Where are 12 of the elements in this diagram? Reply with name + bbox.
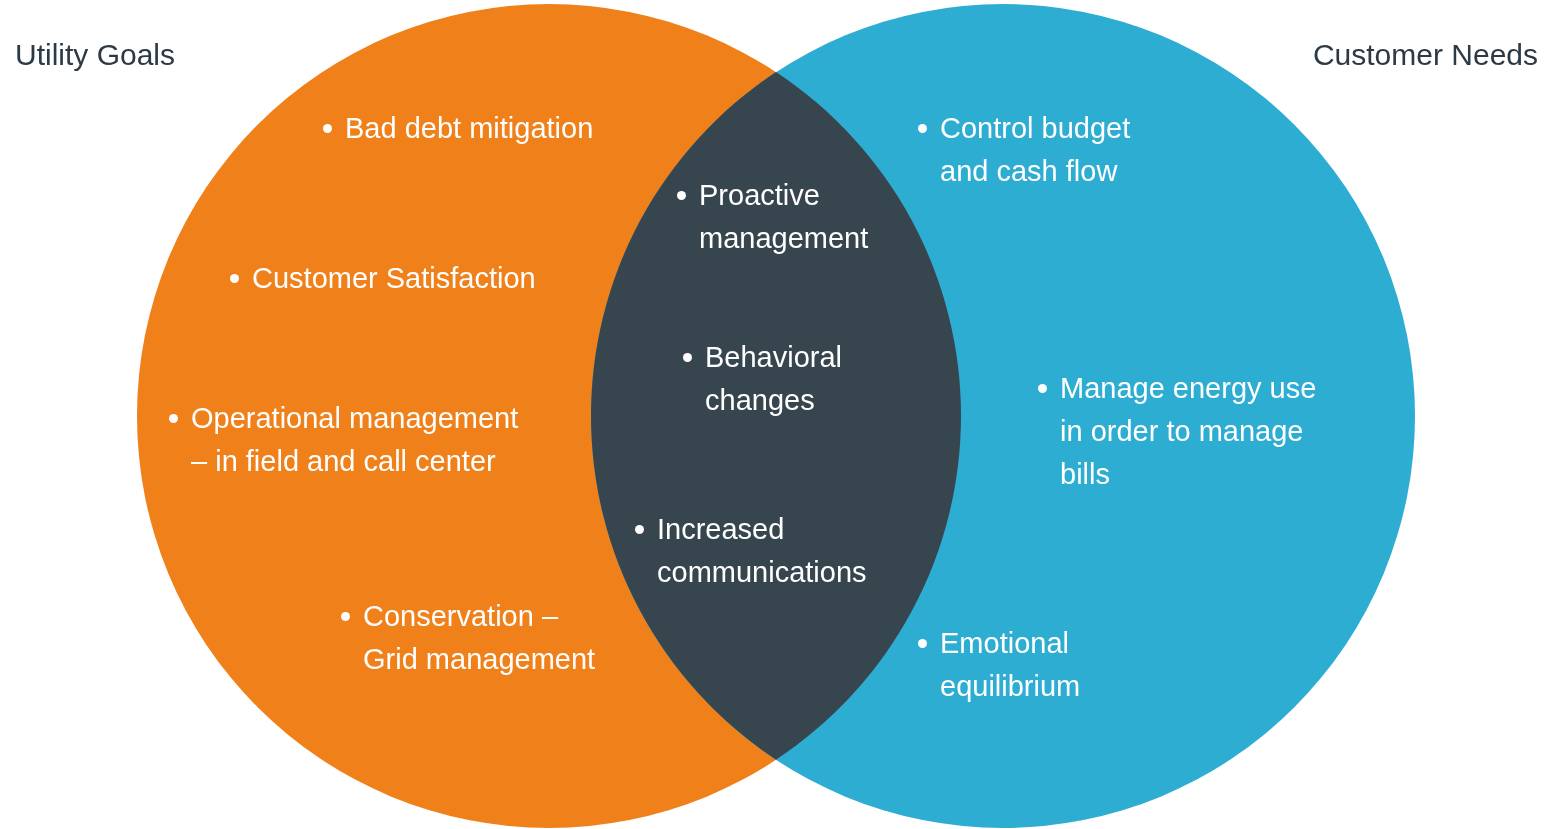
bullet-text: Emotional equilibrium (940, 626, 1082, 704)
circle-heading: Customer Needs (1312, 37, 1538, 73)
bullet-text: Bad debt mitigation (345, 111, 595, 146)
bullet-text: Customer Satisfaction (252, 261, 537, 296)
bullet-text: Manage energy use in order to manage bills (1060, 371, 1318, 492)
bullet-text: Proactive management (699, 178, 870, 256)
bullet-text: Operational management – in field and call center (191, 401, 520, 479)
bullet-text: Control budget and cash flow (940, 111, 1132, 189)
bullet-text: Increased communications (657, 512, 868, 590)
bullet-text: Behavioral changes (705, 340, 844, 418)
circle-heading: Utility Goals (15, 37, 176, 73)
bullet-text: Conservation –Grid management (363, 599, 597, 677)
